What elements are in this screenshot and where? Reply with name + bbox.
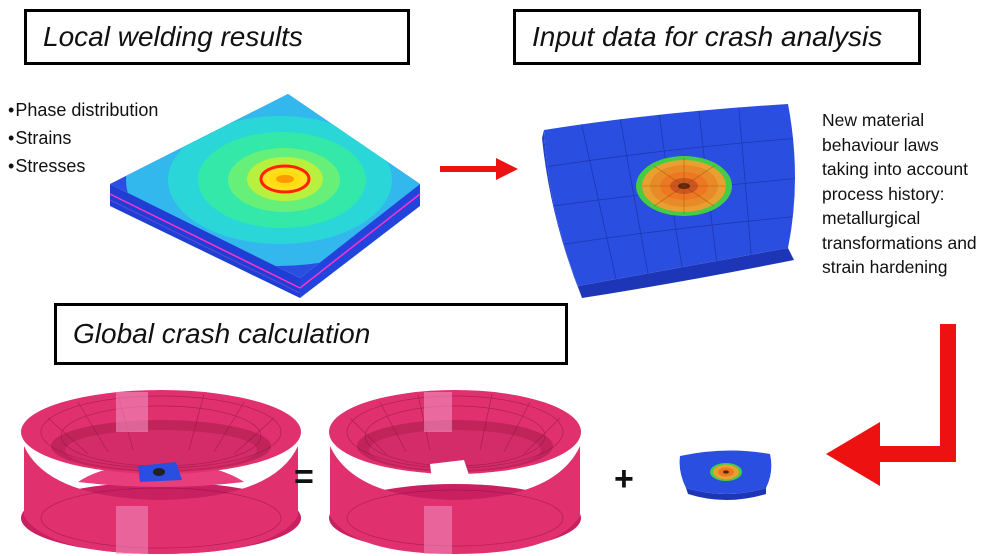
- note-line: taking into account: [822, 159, 968, 179]
- note-line: behaviour laws: [822, 134, 939, 155]
- note-line: transformations and: [822, 232, 977, 253]
- result-bullet-list: Phase distribution Strains Stresses: [8, 96, 158, 180]
- bullet-stresses: Stresses: [8, 152, 158, 180]
- box-input-data-crash: Input data for crash analysis: [513, 9, 921, 65]
- box-global-crash: Global crash calculation: [54, 303, 568, 365]
- crash-model-with-insert-image: [21, 390, 301, 554]
- crash-model-with-hole-image: [329, 390, 581, 554]
- note-line: process history:: [822, 183, 945, 204]
- note-line: New material: [822, 110, 925, 130]
- equals-sign: =: [294, 458, 314, 496]
- bullet-strains: Strains: [8, 124, 158, 152]
- note-line: metallurgical: [822, 208, 921, 228]
- input-data-title: Input data for crash analysis: [532, 21, 883, 52]
- material-laws-note: New material behaviour laws taking into …: [822, 108, 1008, 280]
- red-arrow-right-icon: [440, 158, 518, 180]
- note-line: strain hardening: [822, 257, 948, 277]
- red-elbow-arrow-icon: [826, 324, 956, 486]
- local-welding-title: Local welding results: [43, 21, 303, 52]
- insert-plate-image: [679, 450, 772, 500]
- plus-sign: +: [614, 460, 634, 498]
- welding-plate-image: [109, 94, 421, 298]
- global-crash-title: Global crash calculation: [73, 318, 371, 349]
- box-local-welding-results: Local welding results: [24, 9, 410, 65]
- input-data-plate-image: [542, 104, 795, 298]
- bullet-phase-distribution: Phase distribution: [8, 96, 158, 124]
